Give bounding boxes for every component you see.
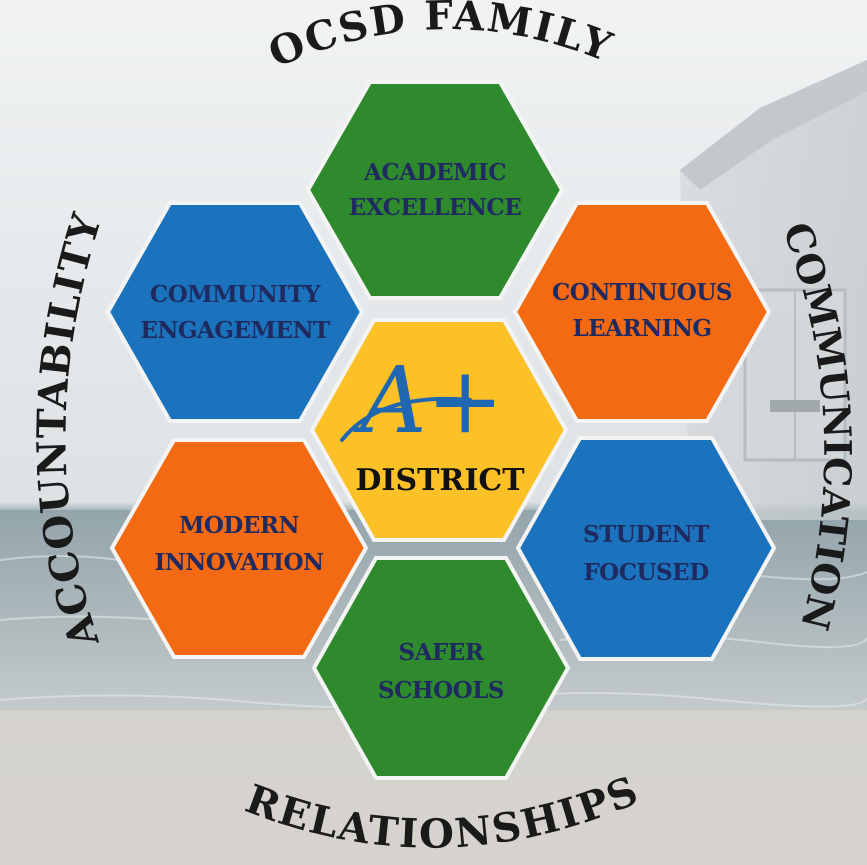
hex-student-line2: FOCUSED (583, 559, 708, 586)
center-district-label: DISTRICT (355, 463, 525, 498)
hex-community-engagement: COMMUNITY ENGAGEMENT (105, 201, 365, 423)
hex-student-line1: STUDENT (583, 521, 709, 548)
hex-modern-innovation: MODERN INNOVATION (109, 438, 369, 659)
hex-academic-excellence: ACADEMIC EXCELLENCE (305, 80, 565, 300)
hex-continuous-line2: LEARNING (572, 315, 711, 342)
hex-continuous-learning: CONTINUOUS LEARNING (512, 201, 772, 423)
hex-academic-line2: EXCELLENCE (349, 194, 522, 221)
hex-safer-line1: SAFER (399, 639, 485, 666)
barn-illustration (680, 60, 867, 520)
hex-community-line2: ENGAGEMENT (140, 317, 330, 344)
hex-academic-line1: ACADEMIC (363, 159, 506, 186)
hex-community-line1: COMMUNITY (150, 281, 321, 308)
logo-swash (340, 396, 472, 442)
hex-continuous-line1: CONTINUOUS (552, 279, 732, 306)
hex-student-focused: STUDENT FOCUSED (515, 436, 777, 661)
hex-modern-line1: MODERN (179, 512, 300, 539)
hex-center-district: A+ DISTRICT (309, 318, 569, 542)
hex-safer-schools: SAFER SCHOOLS (311, 556, 571, 780)
hex-modern-line2: INNOVATION (154, 549, 323, 576)
hex-safer-line2: SCHOOLS (378, 677, 504, 704)
